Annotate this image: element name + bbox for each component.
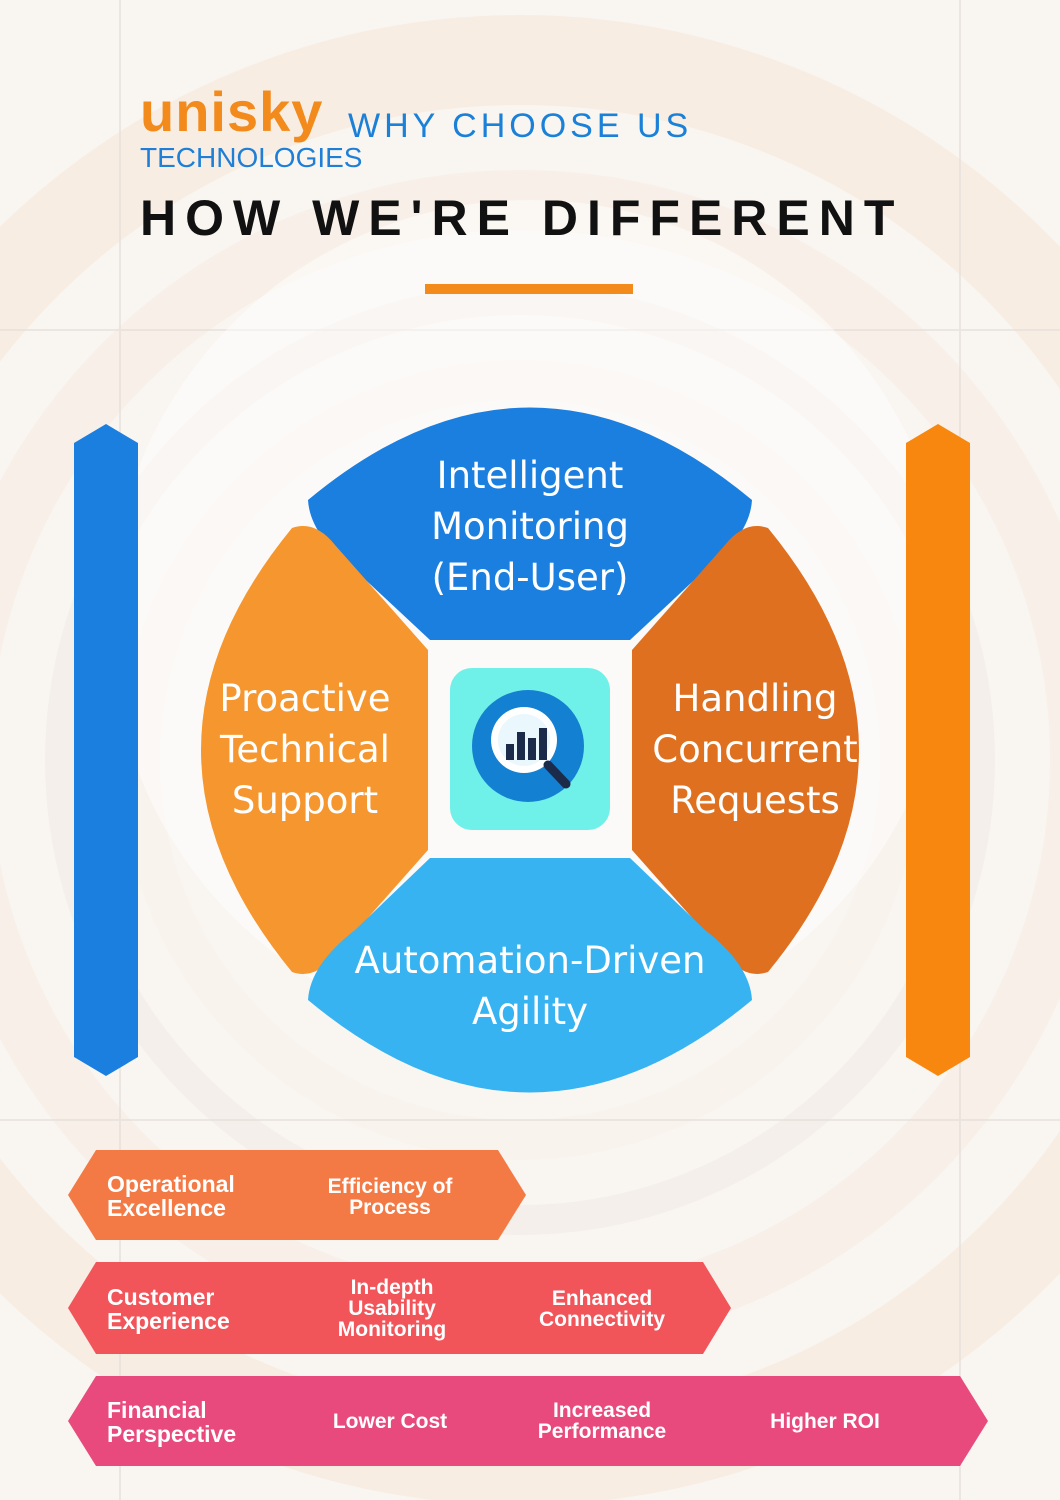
row-customer-bg [68, 1262, 731, 1354]
logo-wordmark: unisky [140, 80, 324, 143]
segment-right [632, 526, 859, 974]
logo-subtitle: TECHNOLOGIES [140, 142, 363, 173]
row-customer-cell-2: Enhanced Connectivity [538, 1287, 666, 1331]
segment-left [201, 526, 428, 974]
row-operational-bg [68, 1150, 526, 1240]
segment-left-label: Proactive Technical Support [219, 677, 391, 822]
row-financial-cell-2: Increased Performance [537, 1399, 667, 1443]
row-customer-label: Customer Experience [107, 1284, 230, 1334]
left-side-bar [74, 424, 138, 1076]
row-financial-label: Financial Perspective [107, 1397, 237, 1447]
row-customer-cell-1: In-depth Usability Monitoring [337, 1276, 447, 1341]
segment-top [308, 407, 752, 640]
segment-top-label: Intelligent Monitoring (End-User) [431, 454, 629, 599]
page-title: HOW WE'RE DIFFERENT [140, 190, 904, 246]
title-underline [425, 284, 633, 294]
row-financial-cell-1: Lower Cost [332, 1410, 448, 1433]
right-side-bar [906, 424, 970, 1076]
magnifier-chart-icon [472, 690, 584, 802]
row-financial-cell-3: Higher ROI [770, 1410, 880, 1433]
segment-bottom-label: Automation-Driven Agility [354, 939, 706, 1033]
section-subtitle: WHY CHOOSE US [348, 107, 693, 145]
segment-bottom [308, 858, 752, 1093]
row-operational-label: Operational Excellence [107, 1171, 235, 1221]
segment-right-label: Handling Concurrent Requests [652, 677, 858, 822]
row-operational-cell-1: Efficiency of Process [327, 1175, 453, 1219]
row-financial-bg [68, 1376, 988, 1466]
